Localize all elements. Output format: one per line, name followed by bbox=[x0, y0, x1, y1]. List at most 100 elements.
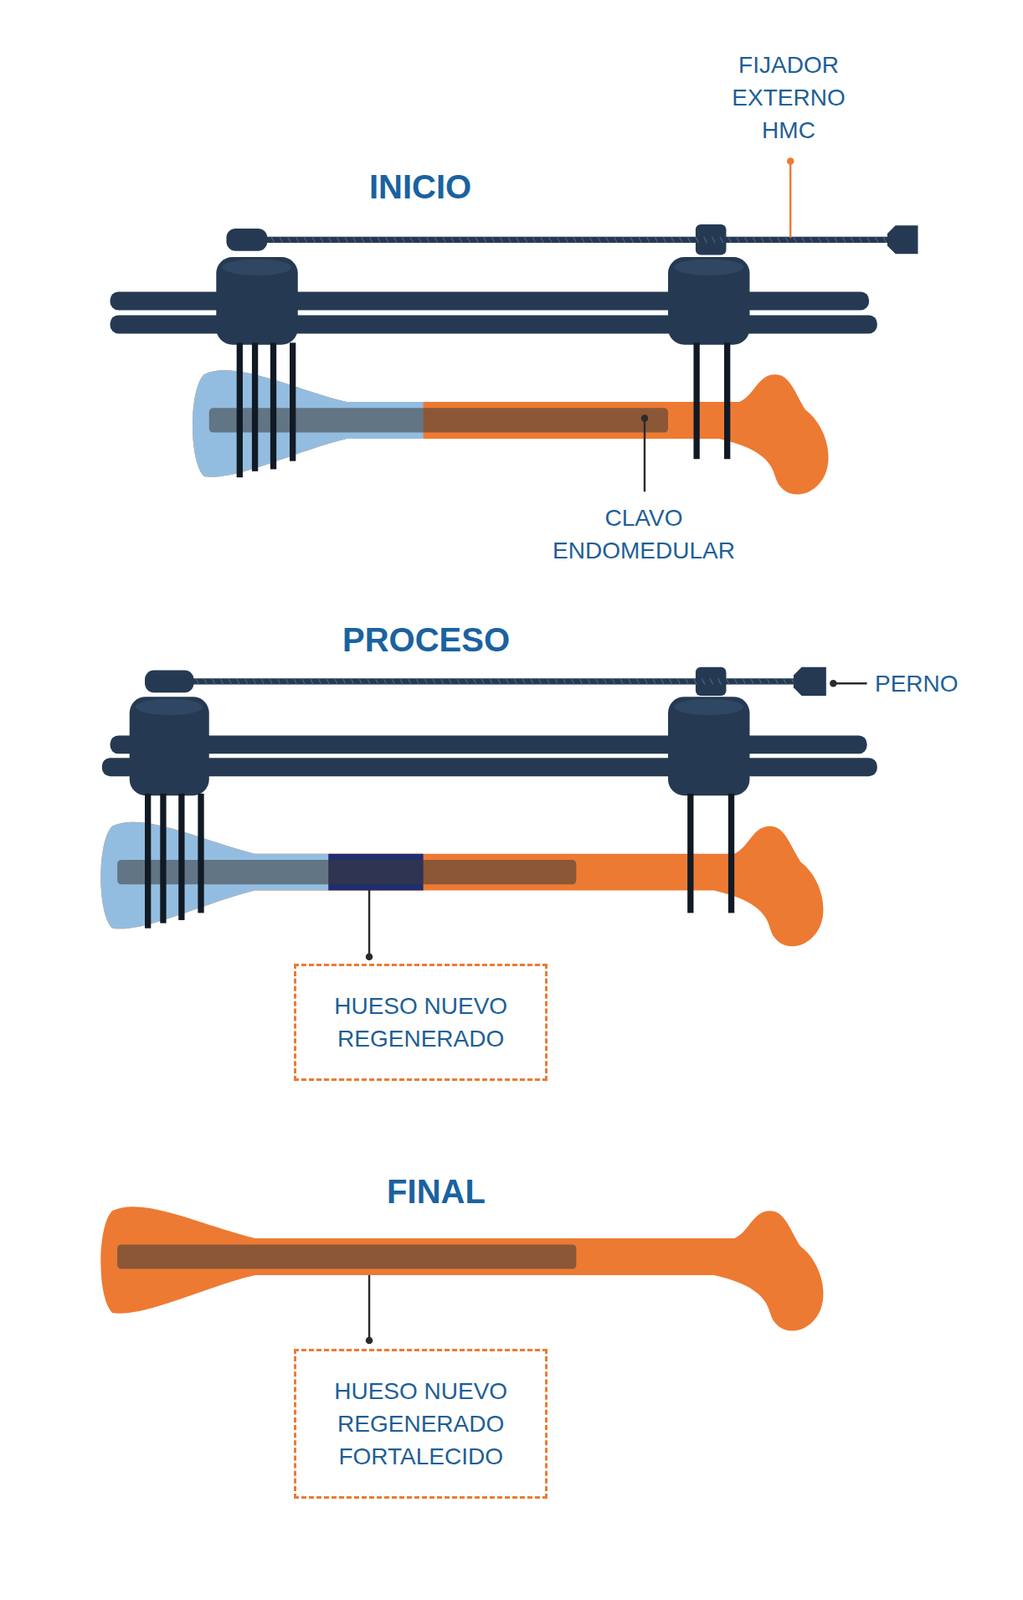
thread bbox=[353, 236, 357, 243]
thread bbox=[285, 678, 289, 684]
thread bbox=[424, 678, 428, 684]
thread bbox=[303, 236, 308, 243]
thread bbox=[793, 236, 797, 243]
thread bbox=[548, 236, 552, 243]
intramedullary-nail bbox=[117, 859, 576, 885]
thread bbox=[760, 236, 765, 243]
bone-pin bbox=[178, 793, 185, 921]
thread bbox=[350, 678, 355, 684]
thread bbox=[606, 236, 610, 243]
thread bbox=[385, 236, 390, 243]
femur-distal bbox=[192, 370, 424, 494]
leader-line bbox=[789, 160, 792, 237]
thread bbox=[668, 678, 673, 684]
thread bbox=[538, 678, 542, 684]
thread bbox=[369, 236, 373, 243]
thread bbox=[416, 678, 420, 684]
callout-text: HUESO NUEVO REGENERADO FORTALECIDO bbox=[306, 1374, 535, 1473]
thread bbox=[211, 678, 216, 684]
thread bbox=[742, 678, 746, 684]
thread bbox=[579, 678, 583, 684]
thread bbox=[622, 236, 626, 243]
bone-pin bbox=[270, 342, 277, 469]
thread bbox=[401, 236, 406, 243]
stage-heading: PROCESO bbox=[342, 619, 510, 660]
thread bbox=[556, 236, 561, 243]
thread bbox=[587, 678, 592, 684]
thread bbox=[448, 678, 453, 684]
thread bbox=[367, 678, 371, 684]
bone-pin bbox=[144, 793, 151, 929]
leader-dot bbox=[829, 679, 838, 688]
thread bbox=[489, 678, 494, 684]
thread bbox=[432, 678, 437, 684]
thread bbox=[785, 236, 789, 243]
part-label: CLAVO ENDOMEDULAR bbox=[543, 501, 745, 567]
fixator-clamp bbox=[215, 257, 298, 345]
thread bbox=[440, 678, 444, 684]
callout-box: HUESO NUEVO REGENERADO bbox=[293, 963, 548, 1081]
thread bbox=[636, 678, 640, 684]
bolt-head bbox=[887, 225, 919, 254]
bone-pin bbox=[159, 793, 166, 924]
fixator-clamp bbox=[129, 696, 210, 796]
thread bbox=[709, 678, 714, 684]
leader-dot bbox=[641, 414, 649, 422]
clamp-top bbox=[135, 699, 203, 715]
part-label: PERNO bbox=[874, 667, 959, 700]
thread bbox=[505, 678, 509, 684]
thread bbox=[678, 236, 683, 243]
thread bbox=[540, 236, 545, 243]
thread bbox=[499, 236, 504, 243]
thread bbox=[410, 236, 414, 243]
thread bbox=[736, 236, 741, 243]
clamp-top bbox=[673, 699, 744, 715]
thread bbox=[628, 678, 633, 684]
bone-pin bbox=[289, 342, 296, 461]
thread bbox=[620, 678, 624, 684]
thread bbox=[261, 678, 265, 684]
thread bbox=[465, 678, 469, 684]
thread bbox=[293, 678, 298, 684]
thread bbox=[663, 236, 667, 243]
thread bbox=[377, 236, 381, 243]
thread bbox=[532, 236, 536, 243]
stage-heading: FINAL bbox=[386, 1171, 486, 1212]
thread bbox=[701, 678, 705, 684]
thread bbox=[570, 678, 575, 684]
threaded-rod bbox=[236, 236, 898, 243]
leader-dot bbox=[786, 157, 795, 165]
thread bbox=[312, 236, 316, 243]
thread bbox=[457, 678, 461, 684]
thread bbox=[467, 236, 471, 243]
bone-pin bbox=[693, 342, 700, 459]
thread bbox=[400, 678, 404, 684]
bone-pin bbox=[251, 342, 258, 472]
thread bbox=[236, 678, 241, 684]
thread bbox=[530, 678, 535, 684]
thread bbox=[718, 678, 722, 684]
thread bbox=[279, 236, 283, 243]
thread bbox=[687, 236, 691, 243]
clamp-top bbox=[222, 258, 293, 275]
thread bbox=[744, 236, 748, 243]
intramedullary-nail bbox=[117, 1244, 576, 1269]
regenerated-bone bbox=[328, 822, 423, 946]
thread bbox=[204, 678, 208, 684]
thread bbox=[483, 236, 487, 243]
thread bbox=[252, 678, 257, 684]
thread bbox=[565, 236, 569, 243]
external-fixator bbox=[110, 224, 919, 478]
thread bbox=[359, 678, 363, 684]
external-fixator bbox=[102, 667, 878, 929]
thread bbox=[573, 236, 577, 243]
thread bbox=[228, 678, 232, 684]
rod-knob bbox=[144, 669, 194, 693]
thread bbox=[342, 678, 346, 684]
fixator-clamp bbox=[668, 257, 750, 345]
femur bbox=[100, 1206, 823, 1331]
thread bbox=[269, 678, 273, 684]
callout-box: HUESO NUEVO REGENERADO FORTALECIDO bbox=[293, 1348, 548, 1499]
femur bbox=[100, 822, 823, 946]
thread bbox=[783, 678, 787, 684]
